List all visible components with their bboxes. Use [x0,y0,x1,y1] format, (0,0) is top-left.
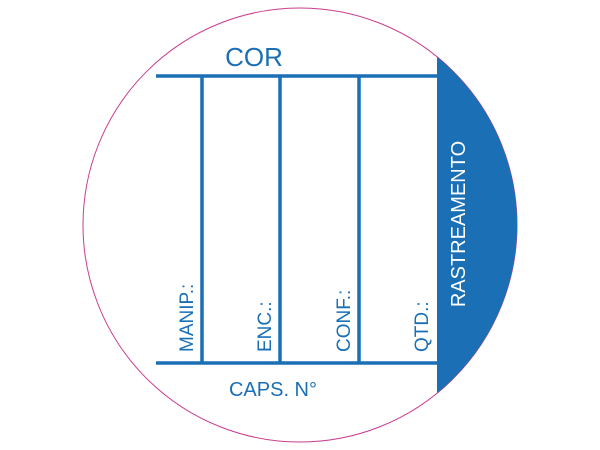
tracking-band-label: RASTREAMENTO [448,141,470,307]
field-label-enc: ENC.: [255,301,276,352]
field-label-conf: CONF.: [334,290,355,352]
capsule-number-title: CAPS. N° [229,379,317,401]
color-title: COR [225,42,283,72]
field-label-qtd: QTD.: [412,301,433,352]
field-label-manip: MANIP.: [177,284,198,352]
